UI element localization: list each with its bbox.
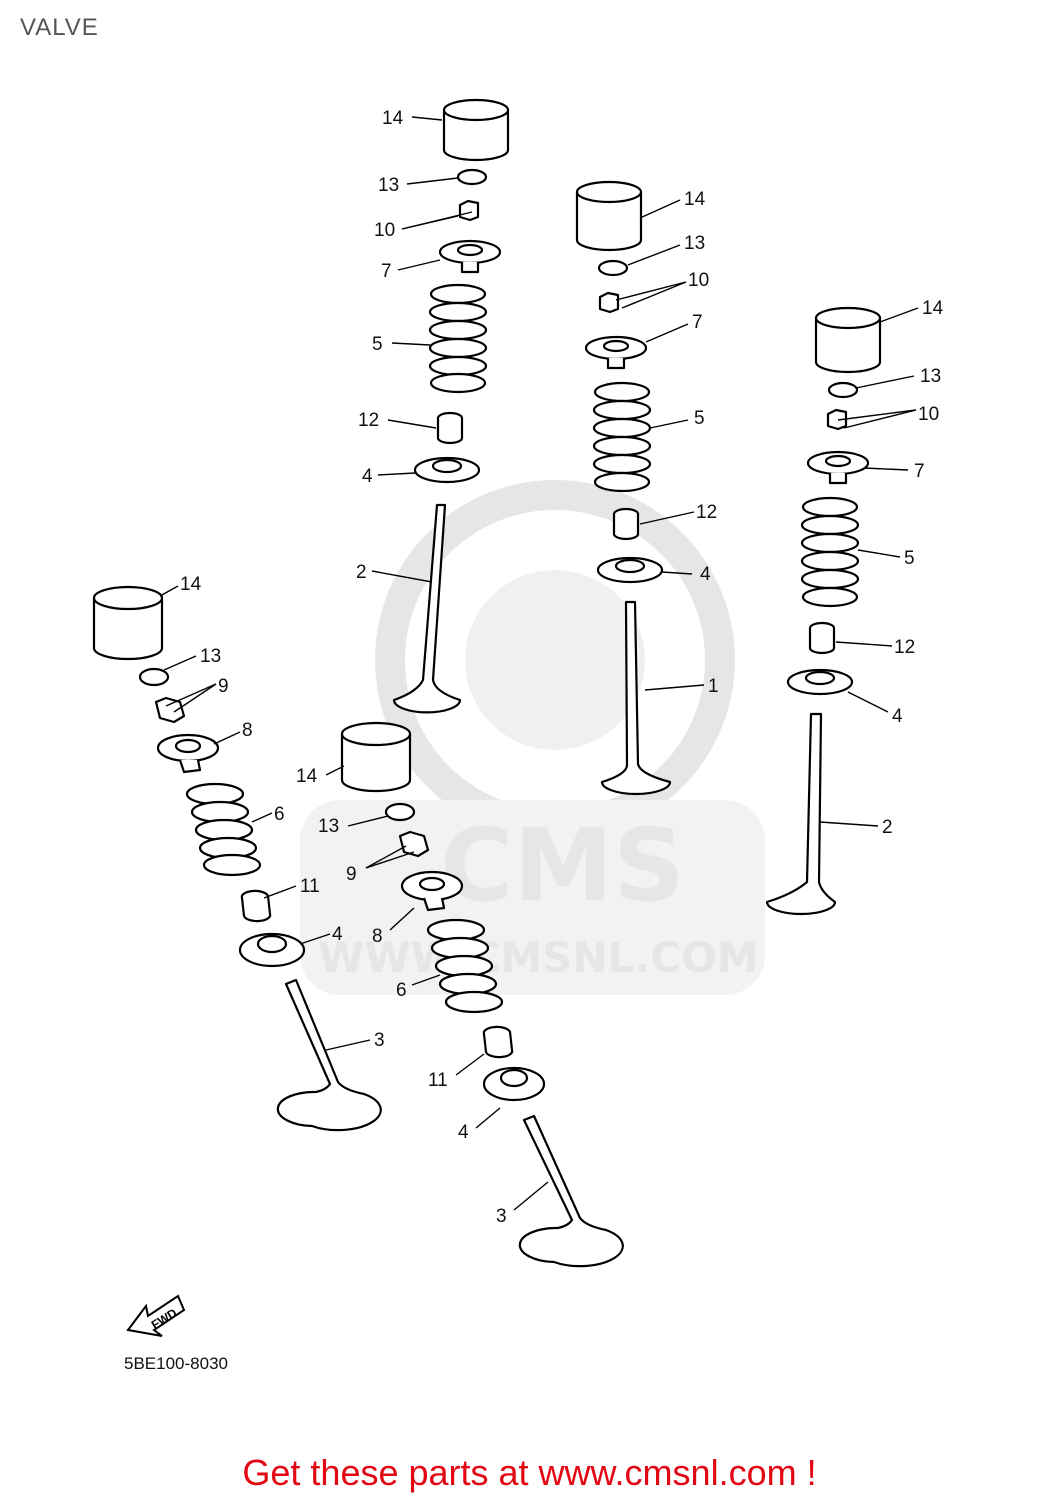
callout-2: 2	[882, 817, 893, 838]
watermark-logo-text: CMS	[440, 807, 685, 924]
retainer-7	[806, 450, 870, 485]
callout-14: 14	[684, 189, 706, 210]
retainer-7	[584, 335, 648, 370]
callout-9: 9	[346, 864, 357, 885]
shim-13	[827, 381, 859, 399]
callout-13: 13	[200, 646, 221, 667]
spring-seat-4	[238, 932, 306, 968]
callout-8: 8	[242, 720, 253, 741]
retainer-7	[438, 239, 502, 274]
callout-12: 12	[696, 502, 717, 523]
callout-4: 4	[458, 1122, 469, 1143]
valve-2	[392, 503, 462, 714]
callout-13: 13	[920, 366, 941, 387]
cotter-10	[826, 408, 848, 431]
spring-seat-4	[786, 668, 854, 696]
callout-3: 3	[496, 1206, 507, 1227]
oil-seal-11	[482, 1025, 514, 1059]
callout-7: 7	[381, 261, 392, 282]
valve-assembly-4: 14 13 9 8 6 11 4 3	[92, 574, 385, 1132]
callout-5: 5	[372, 334, 383, 355]
callout-12: 12	[894, 637, 915, 658]
callout-4: 4	[362, 466, 373, 487]
callout-7: 7	[914, 461, 925, 482]
callout-2: 2	[356, 562, 367, 583]
cotter-10	[598, 291, 620, 314]
valve-1	[600, 600, 672, 796]
cotter-10	[458, 199, 480, 222]
spring-5	[800, 496, 860, 608]
valve-assembly-5: 14 13 9 8 6 11 4 3	[296, 721, 624, 1268]
valve-3	[276, 978, 382, 1132]
valve-3	[518, 1114, 624, 1268]
callout-10: 10	[374, 220, 395, 241]
valve-assembly-3: 14 13 10 7 5 12 4 2	[765, 298, 944, 916]
oil-seal-12	[612, 507, 640, 541]
callout-13: 13	[684, 233, 705, 254]
shim-13	[456, 168, 488, 186]
callout-11: 11	[300, 876, 320, 897]
oil-seal-12	[808, 621, 836, 655]
callout-5: 5	[694, 408, 705, 429]
valve-assembly-1: 14 13 10 7 5 12 4 2	[356, 98, 510, 714]
callout-1: 1	[708, 676, 719, 697]
watermark-mascot-face	[465, 570, 645, 750]
callout-14: 14	[382, 108, 404, 129]
tappet-14	[92, 585, 164, 661]
callout-4: 4	[700, 564, 711, 585]
spring-seat-4	[596, 556, 664, 584]
callout-10: 10	[918, 404, 939, 425]
spring-seat-4	[413, 456, 481, 484]
tappet-14	[340, 721, 412, 793]
watermark-url-text: WWW.CMSNL.COM	[318, 933, 759, 982]
callout-8: 8	[372, 926, 383, 947]
shim-13	[597, 259, 629, 277]
shim-13	[384, 802, 416, 822]
fwd-arrow-icon: FWD	[126, 1294, 186, 1337]
callout-12: 12	[358, 410, 379, 431]
callout-3: 3	[374, 1030, 385, 1051]
callout-4: 4	[892, 706, 903, 727]
callout-6: 6	[396, 980, 407, 1001]
callout-10: 10	[688, 270, 709, 291]
callout-13: 13	[318, 816, 339, 837]
retainer-8	[400, 870, 464, 912]
callout-4: 4	[332, 924, 343, 945]
footer-link-text[interactable]: Get these parts at www.cmsnl.com !	[242, 1452, 817, 1493]
callout-7: 7	[692, 312, 703, 333]
callout-9: 9	[218, 676, 229, 697]
tappet-14	[575, 180, 643, 252]
callout-6: 6	[274, 804, 285, 825]
tappet-14	[442, 98, 510, 162]
tappet-14	[814, 306, 882, 374]
diagram-code: 5BE100-8030	[124, 1354, 228, 1373]
oil-seal-11	[240, 889, 272, 923]
cotter-9	[398, 830, 430, 858]
callout-14: 14	[922, 298, 944, 319]
diagram-title: VALVE	[20, 14, 99, 41]
valve-assembly-2: 14 13 10 7 5 12 4 1	[575, 180, 719, 796]
shim-13	[138, 667, 170, 687]
oil-seal-12	[436, 411, 464, 445]
cotter-9	[154, 696, 186, 724]
retainer-8	[156, 733, 220, 774]
valve-2	[765, 712, 837, 916]
callout-13: 13	[378, 175, 399, 196]
spring-5	[592, 381, 652, 493]
callout-14: 14	[296, 766, 318, 787]
spring-5	[428, 283, 488, 394]
spring-6	[185, 782, 262, 877]
callout-11: 11	[428, 1070, 448, 1091]
spring-6	[426, 918, 504, 1014]
callout-5: 5	[904, 548, 915, 569]
spring-seat-4	[482, 1066, 546, 1102]
callout-14: 14	[180, 574, 202, 595]
